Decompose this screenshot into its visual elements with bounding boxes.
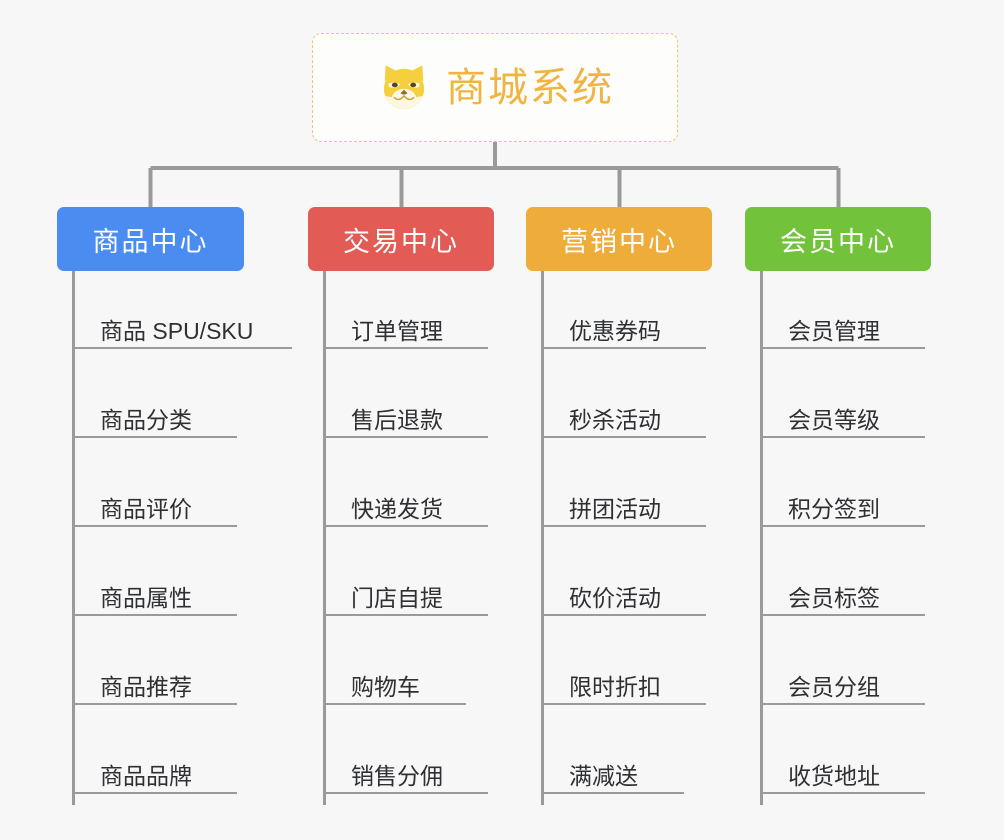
leaf-label: 会员等级 [788, 407, 880, 433]
category-label: 营销中心 [561, 226, 677, 257]
leaf-label: 砍价活动 [569, 585, 661, 611]
branch-stem [72, 271, 75, 805]
leaf-item[interactable]: 销售分佣 [323, 750, 488, 794]
leaf-item[interactable]: 会员管理 [760, 305, 925, 349]
leaf-label: 会员管理 [788, 318, 880, 344]
leaf-item[interactable]: 限时折扣 [541, 661, 706, 705]
leaf-item[interactable]: 商品评价 [72, 483, 237, 527]
category-label: 交易中心 [343, 226, 459, 257]
leaf-label: 商品品牌 [100, 763, 192, 789]
leaf-label: 秒杀活动 [569, 407, 661, 433]
leaf-label: 门店自提 [351, 585, 443, 611]
leaf-item[interactable]: 商品推荐 [72, 661, 237, 705]
leaf-label: 优惠券码 [569, 318, 661, 344]
branch-stem [541, 271, 544, 805]
root-title: 商城系统 [446, 65, 614, 110]
leaf-item[interactable]: 门店自提 [323, 572, 488, 616]
branch-stem [760, 271, 763, 805]
leaf-item[interactable]: 商品属性 [72, 572, 237, 616]
category-box-trade-center[interactable]: 交易中心 [308, 207, 494, 271]
category-label: 商品中心 [92, 226, 209, 257]
leaf-item[interactable]: 秒杀活动 [541, 394, 706, 438]
leaf-label: 销售分佣 [351, 763, 443, 789]
leaf-label: 商品推荐 [100, 674, 192, 700]
leaf-item[interactable]: 售后退款 [323, 394, 488, 438]
leaf-label: 满减送 [569, 763, 638, 789]
leaf-item[interactable]: 拼团活动 [541, 483, 706, 527]
leaf-item[interactable]: 收货地址 [760, 750, 925, 794]
leaf-label: 会员标签 [788, 585, 880, 611]
leaf-label: 商品属性 [100, 585, 192, 611]
leaf-label: 限时折扣 [569, 674, 661, 700]
leaf-item[interactable]: 快递发货 [323, 483, 488, 527]
leaf-item[interactable]: 满减送 [541, 750, 684, 794]
category-box-marketing-center[interactable]: 营销中心 [526, 207, 712, 271]
leaf-item[interactable]: 会员分组 [760, 661, 925, 705]
leaf-label: 会员分组 [788, 674, 880, 700]
leaf-item[interactable]: 积分签到 [760, 483, 925, 527]
leaf-item[interactable]: 商品 SPU/SKU [72, 305, 292, 349]
leaf-label: 积分签到 [788, 496, 880, 522]
leaf-label: 快递发货 [351, 496, 443, 522]
leaf-label: 商品 SPU/SKU [100, 318, 254, 344]
leaf-label: 商品分类 [100, 407, 192, 433]
leaf-item[interactable]: 优惠券码 [541, 305, 706, 349]
leaf-label: 商品评价 [100, 496, 192, 522]
leaf-label: 拼团活动 [569, 496, 661, 522]
leaf-item[interactable]: 商品品牌 [72, 750, 237, 794]
leaf-item[interactable]: 购物车 [323, 661, 466, 705]
leaf-label: 收货地址 [788, 763, 880, 789]
leaf-item[interactable]: 会员标签 [760, 572, 925, 616]
leaf-item[interactable]: 商品分类 [72, 394, 237, 438]
leaf-label: 订单管理 [351, 318, 443, 344]
category-label: 会员中心 [780, 226, 896, 257]
category-box-member-center[interactable]: 会员中心 [745, 207, 931, 271]
leaf-item[interactable]: 砍价活动 [541, 572, 706, 616]
leaf-item[interactable]: 订单管理 [323, 305, 488, 349]
leaf-label: 购物车 [351, 674, 420, 700]
shiba-dog-emoji-icon [383, 64, 425, 109]
category-box-product-center[interactable]: 商品中心 [57, 207, 244, 271]
branch-stem [323, 271, 326, 805]
leaf-item[interactable]: 会员等级 [760, 394, 925, 438]
leaf-label: 售后退款 [351, 407, 443, 433]
root-node[interactable]: 商城系统 [312, 33, 678, 142]
